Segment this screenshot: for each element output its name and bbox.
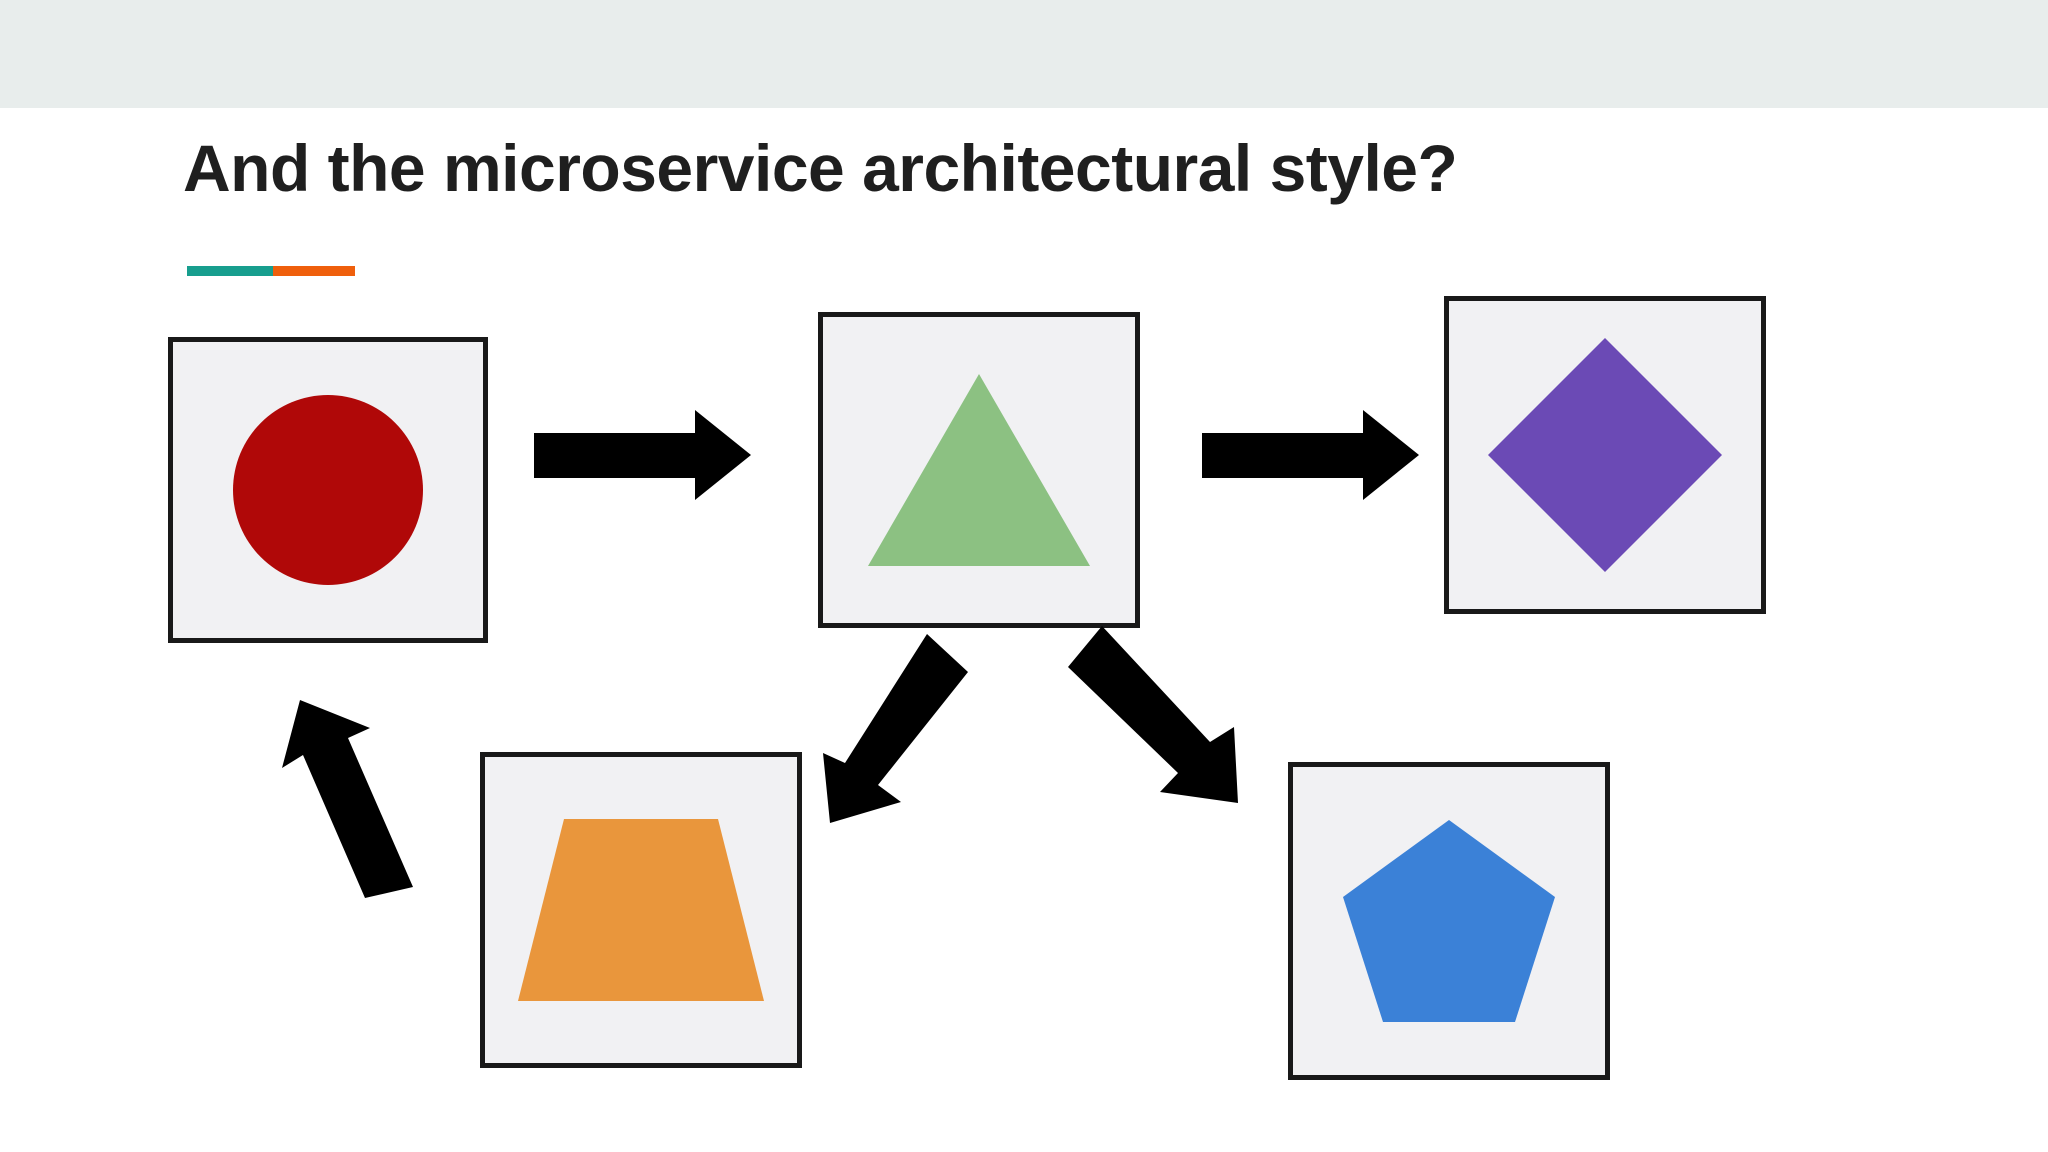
arrow-triangle-to-trapezoid — [790, 630, 990, 830]
diamond-shape — [1488, 338, 1722, 572]
arrow-circle-to-triangle — [530, 408, 755, 503]
arrow-trapezoid-to-circle — [255, 690, 435, 900]
accent-bar-teal-segment — [187, 266, 273, 276]
node-box-circle[interactable] — [168, 337, 488, 643]
node-box-triangle[interactable] — [818, 312, 1140, 628]
circle-shape — [233, 395, 423, 585]
trapezoid-shape — [518, 819, 764, 1001]
node-box-pentagon[interactable] — [1288, 762, 1610, 1080]
arrow-triangle-to-diamond — [1198, 408, 1423, 503]
pentagon-shape — [1343, 820, 1555, 1022]
node-box-diamond[interactable] — [1444, 296, 1766, 614]
page-title: And the microservice architectural style… — [183, 131, 1458, 205]
header-band — [0, 0, 2048, 108]
node-box-trapezoid[interactable] — [480, 752, 802, 1068]
accent-bar-orange-segment — [273, 266, 355, 276]
arrow-triangle-to-pentagon — [1060, 620, 1280, 820]
triangle-shape — [868, 374, 1090, 566]
title-accent-bar — [187, 266, 355, 276]
